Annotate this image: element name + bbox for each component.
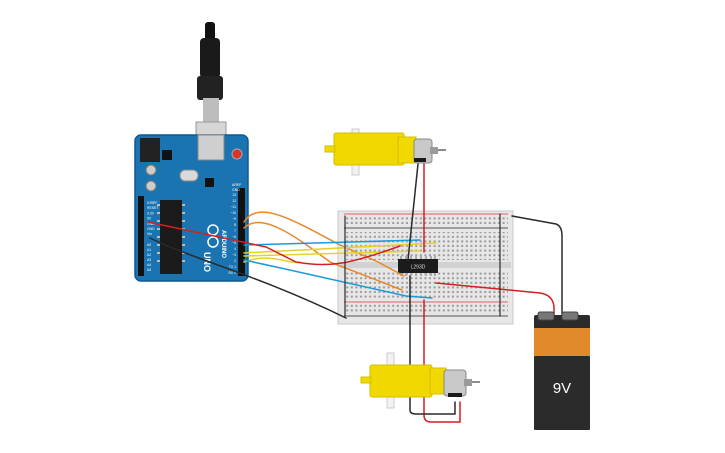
pin-label: ~11 [231,205,237,209]
pin-label: ~6 [232,235,236,239]
l293d-chip[interactable]: L293D [398,256,438,276]
wire-black-bottom-motor [409,275,456,415]
pin-label: A2 [147,253,151,257]
pin-label: ~9 [232,217,236,221]
wire-yellow-2 [243,250,421,257]
pin-label: A5 [147,268,151,272]
arduino-model-label: UNO [202,252,212,272]
pin-label: RESET [147,206,158,210]
pin-label: Vin [147,232,152,236]
wire-red-bottom-motor [423,299,461,423]
pin-label: 5V [147,217,152,221]
pin-label: A1 [147,248,151,252]
battery-label: 9V [553,380,571,397]
wire-orange-2 [243,221,403,291]
pin-label: 4 [234,247,236,251]
wire-red-battery [435,282,555,319]
gnd-label: GND [232,188,240,192]
pin-label: 8 [234,223,236,227]
pin-label: ~3 [232,253,236,257]
usb-port [197,134,225,161]
battery-9v[interactable]: 9V [534,311,590,430]
chip-label: L293D [411,265,426,271]
pin-label: TX 1 [229,265,236,269]
aref-label: AREF [232,183,241,187]
top-motor[interactable] [324,128,446,176]
pin-label: ~5 [232,241,236,245]
arduino-uno[interactable]: ARDUINO UNO AREF GND 13 12 ~11 ~10 ~9 8 7 ~6 ~5 4… [134,134,249,282]
pin-label: A4 [147,263,151,267]
power-analog-header[interactable] [138,196,144,276]
pin-label: 7 [234,229,236,233]
wire-blue-1 [243,239,421,246]
power-jack [140,138,160,162]
pin-label: A3 [147,258,151,262]
wire-blue-2 [243,259,433,299]
arduino-logo-icon [207,224,219,248]
wire-black-top-motor [407,163,419,261]
pin-label: 2 [234,259,236,263]
pin-label: 13 [232,193,236,197]
pin-label: GND [147,222,155,226]
atmega-chip [160,200,182,274]
usb-cable [195,22,227,151]
wire-black-arduino [149,237,347,319]
pin-label: ~10 [230,211,236,215]
pin-label: 12 [232,199,236,203]
wire-red-arduino [147,221,401,266]
reset-button[interactable] [231,148,243,160]
pin-label: RX 0 [228,271,236,275]
pin-label: GND [147,227,155,231]
pin-label: IOREF [147,201,157,205]
pin-label: A0 [147,243,151,247]
digital-pin-labels: 13 12 ~11 ~10 ~9 8 7 ~6 ~5 4 ~3 2 TX 1 RX 0 [228,193,236,275]
pin-label: 3.3V [147,211,155,215]
wires [147,161,563,423]
bottom-motor[interactable] [360,352,480,409]
wire-black-battery [511,215,563,321]
digital-header[interactable] [238,188,245,276]
arduino-brand-label: ARDUINO [220,230,226,258]
wire-orange-1 [243,211,405,277]
